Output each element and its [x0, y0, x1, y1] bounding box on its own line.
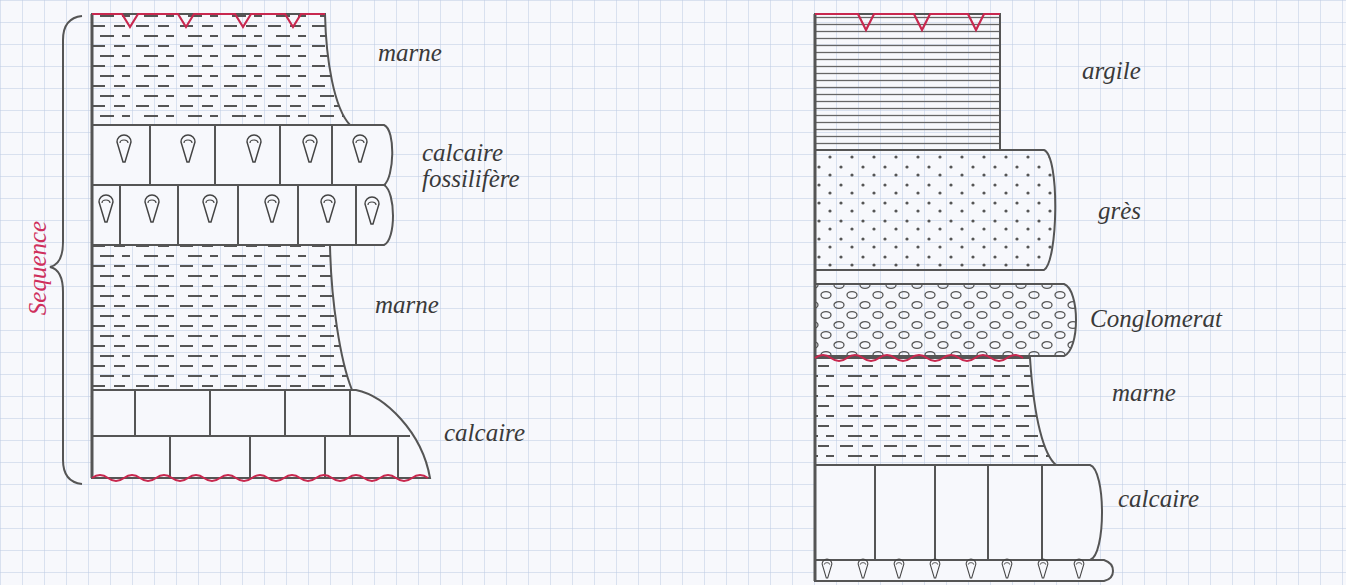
sequence-label: Sequence	[25, 221, 51, 315]
sandstone-layer	[815, 150, 1055, 270]
layer-label: calcaire	[444, 420, 525, 446]
limestone-layer	[815, 465, 1102, 560]
fossil-symbols	[99, 135, 379, 224]
limestone-joints	[92, 390, 410, 478]
limestone-joints	[875, 465, 1042, 560]
layer-label: calcaire	[1118, 486, 1199, 512]
left-column	[92, 14, 430, 478]
fossil-bed	[815, 560, 1113, 581]
unconformity-line	[815, 355, 1023, 361]
marl-layer	[815, 358, 1056, 465]
layer-label: marne	[378, 40, 442, 66]
sequence-bracket	[50, 16, 82, 484]
layer-label: marne	[1112, 380, 1176, 406]
unconformity-line	[92, 475, 428, 481]
fossil-symbols	[822, 559, 1084, 578]
marl-layer	[92, 14, 350, 125]
erosion-surface	[92, 14, 325, 27]
conglomerate-layer	[815, 284, 1076, 356]
layer-label: Conglomerat	[1090, 306, 1222, 332]
layer-label: calcaire fossilifère	[422, 140, 552, 193]
limestone-joints	[92, 125, 386, 245]
marl-layer	[92, 245, 352, 390]
column-edge	[814, 14, 817, 581]
layer-label: argile	[1082, 58, 1141, 84]
limestone-layer	[92, 390, 430, 478]
layer-label: marne	[375, 292, 439, 318]
layer-label: grès	[1098, 198, 1141, 224]
right-column	[815, 14, 1113, 581]
column-edge	[91, 14, 94, 478]
fossil-limestone-layer	[92, 125, 393, 245]
erosion-surface	[815, 14, 1000, 30]
clay-layer	[815, 14, 1000, 150]
